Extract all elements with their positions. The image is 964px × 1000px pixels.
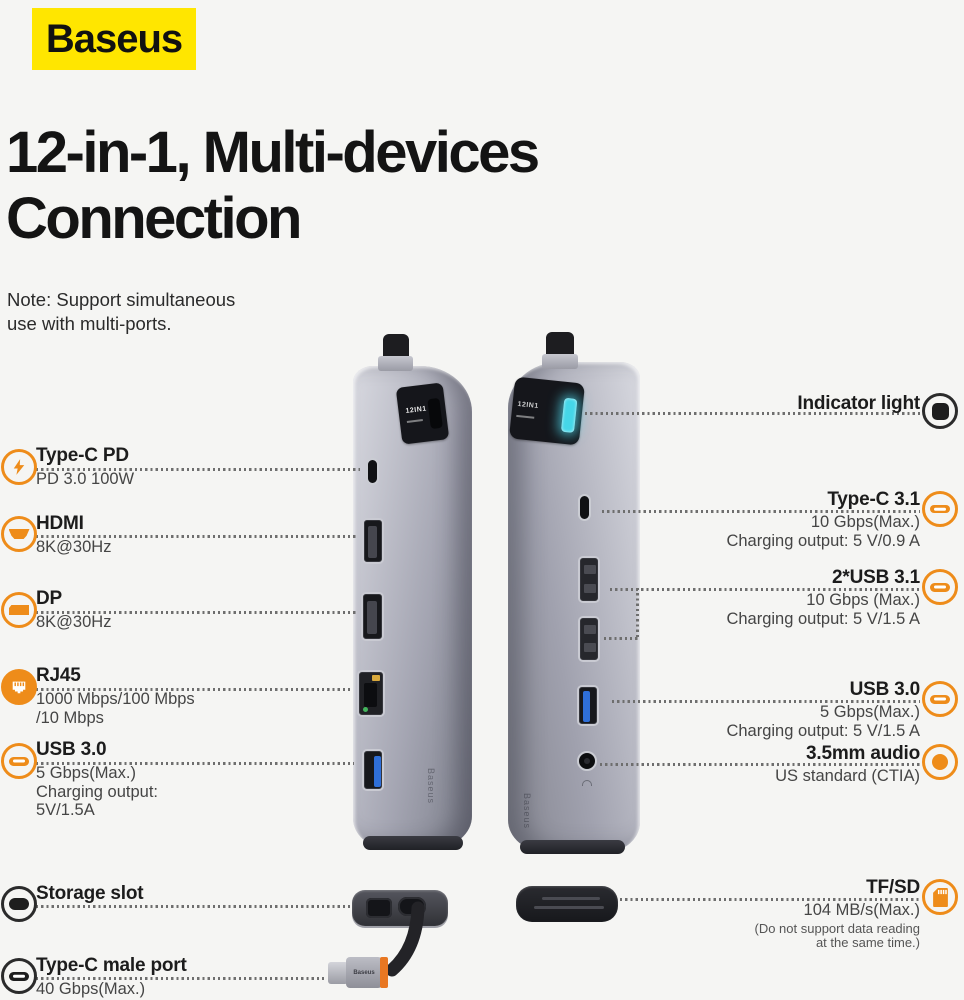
right-hub-label-panel: 12IN1 — [508, 376, 586, 446]
audio-icon — [922, 744, 958, 780]
rj45-icon — [1, 669, 37, 705]
type-c-icon — [922, 491, 958, 527]
callout-2x-usb31: 2*USB 3.1 10 Gbps (Max.) Charging output… — [726, 567, 920, 628]
connector-type-c-pd — [36, 468, 360, 471]
connector-indicator-light — [585, 412, 920, 415]
connector-storage-slot — [36, 905, 352, 908]
callout-usb3-left: USB 3.0 5 Gbps(Max.) Charging output: 5V… — [36, 739, 159, 820]
connector-usb31-bracket-lower — [604, 637, 638, 640]
right-hub-side-brand: Baseus — [522, 793, 532, 830]
callout-rj45: RJ45 1000 Mbps/100 Mbps /10 Mbps — [36, 665, 195, 727]
type-c-pd-port — [366, 458, 379, 485]
connector-brand-text: Baseus — [353, 969, 375, 976]
indicator-window-unlit — [427, 397, 443, 430]
callout-usb3-right: USB 3.0 5 Gbps(Max.) Charging output: 5 … — [726, 679, 920, 740]
left-hub-cable-collar — [378, 356, 413, 371]
connector-tf-sd — [620, 898, 920, 901]
usb3-port-left — [362, 749, 384, 791]
connector-usb3-left — [36, 762, 354, 765]
connector-usb3-right — [612, 700, 920, 703]
panel-subline — [406, 419, 423, 423]
panel-subline — [516, 414, 535, 419]
bolt-icon — [1, 449, 37, 485]
left-hub-base — [363, 836, 463, 850]
right-hub-cable-collar — [542, 354, 578, 369]
callout-type-c-pd: Type-C PD PD 3.0 100W — [36, 445, 135, 489]
dp-icon — [1, 592, 37, 628]
callout-indicator-light: Indicator light — [797, 393, 920, 414]
panel-text: 12IN1 — [517, 400, 539, 411]
connector-type-c-31 — [602, 510, 920, 513]
indicator-light-led — [560, 397, 578, 433]
title-line-2: Connection — [6, 186, 302, 251]
usb31-port-1 — [578, 556, 600, 603]
headphone-marking — [582, 780, 592, 786]
connector-type-c-male — [36, 977, 326, 980]
usb-icon — [922, 681, 958, 717]
storage-slot-icon — [1, 886, 37, 922]
callout-storage-slot: Storage slot — [36, 883, 144, 904]
card-reader-end-view — [516, 886, 618, 922]
connector-rj45 — [36, 688, 352, 691]
rj45-port — [357, 670, 385, 717]
attached-cable — [385, 901, 425, 977]
logo-text: Baseus — [45, 16, 183, 61]
storage-slot-opening — [366, 898, 392, 918]
callout-audio: 3.5mm audio US standard (CTIA) — [775, 743, 920, 786]
type-c-icon — [1, 958, 37, 994]
usb31-port-2 — [578, 616, 600, 662]
dp-port — [361, 592, 384, 641]
sd-slot — [542, 897, 600, 900]
callout-type-c-31: Type-C 3.1 10 Gbps(Max.) Charging output… — [726, 489, 920, 550]
connector-hdmi — [36, 535, 358, 538]
callout-type-c-male: Type-C male port 40 Gbps(Max.) — [36, 955, 187, 999]
title-line-1: 12-in-1, Multi-devices — [6, 120, 540, 185]
audio-jack-port — [577, 751, 597, 771]
connector-usb31-main — [610, 588, 920, 591]
right-hub-base — [520, 840, 625, 854]
tf-slot — [534, 906, 604, 909]
callout-tf-sd: TF/SD 104 MB/s(Max.) (Do not support dat… — [754, 877, 921, 950]
baseus-logo: Baseus — [32, 8, 196, 70]
tf-sd-icon — [922, 879, 958, 915]
connector-orange-band — [380, 957, 388, 988]
left-hub-label-panel: 12IN1 — [395, 382, 450, 445]
usb-icon — [1, 743, 37, 779]
connector-usb31-bracket-vertical — [636, 588, 639, 638]
callout-dp: DP 8K@30Hz — [36, 588, 112, 632]
left-hub-side-brand: Baseus — [426, 768, 436, 805]
note-text: Note: Support simultaneous use with mult… — [7, 289, 236, 334]
type-c-male-tip — [328, 962, 348, 984]
usb3-port-right — [577, 685, 599, 726]
type-c-31-port — [578, 494, 591, 521]
connector-dp — [36, 611, 356, 614]
callout-hdmi: HDMI 8K@30Hz — [36, 513, 112, 557]
connector-audio — [600, 763, 920, 766]
panel-text: 12IN1 — [405, 405, 428, 416]
page-title: 12-in-1, Multi-devices Connection — [6, 120, 540, 252]
type-c-male-body: Baseus — [346, 957, 382, 988]
hdmi-icon — [1, 516, 37, 552]
indicator-light-icon — [922, 393, 958, 429]
usb-icon — [922, 569, 958, 605]
hdmi-port — [362, 518, 384, 564]
